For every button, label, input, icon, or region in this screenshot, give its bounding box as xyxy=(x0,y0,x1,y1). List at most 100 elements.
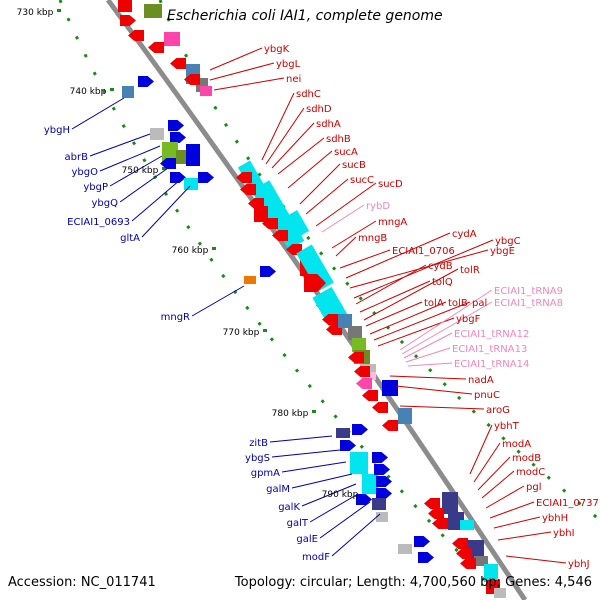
leader-line xyxy=(335,236,357,257)
leader-line xyxy=(399,289,493,351)
gene-label: sucC xyxy=(350,175,374,186)
gene-arrow xyxy=(160,158,176,169)
tick-mark xyxy=(110,88,114,91)
gene-label: sdhA xyxy=(316,119,341,130)
leader-line xyxy=(405,347,451,363)
tick-label: 780 kbp xyxy=(272,409,309,419)
leader-line xyxy=(389,375,467,380)
gene-arrow xyxy=(374,464,390,475)
rna-label: ECIAI1_tRNA9 xyxy=(494,286,563,297)
gene-block xyxy=(284,210,310,238)
gene-block xyxy=(184,178,198,190)
gene-block xyxy=(186,144,200,166)
gene-label: ybgQ xyxy=(92,198,119,209)
gene-arrow xyxy=(138,76,154,87)
gene-label: ybgC xyxy=(495,236,521,247)
leader-line xyxy=(331,513,381,557)
tick-mark xyxy=(263,329,267,332)
gene-block xyxy=(398,544,412,554)
leader-line xyxy=(281,461,347,473)
leader-line xyxy=(265,107,305,165)
gene-label: gltA xyxy=(120,233,140,244)
gene-arrow xyxy=(304,274,326,292)
tick-label: 770 kbp xyxy=(223,328,260,338)
leader-line xyxy=(209,62,275,81)
gene-block xyxy=(348,326,362,340)
genome-title: Escherichia coli IAI1, complete genome xyxy=(167,8,443,24)
gene-label: ybgE xyxy=(490,246,515,257)
gene-label: ybgH xyxy=(44,125,70,136)
leader-line xyxy=(71,97,125,130)
gene-label: sucB xyxy=(342,160,366,171)
gene-block xyxy=(296,244,334,292)
leader-line xyxy=(131,179,181,222)
gene-label: mngB xyxy=(358,233,387,244)
gene-arrow xyxy=(382,420,398,431)
leader-line xyxy=(365,301,423,327)
leader-line xyxy=(355,264,427,305)
gene-block xyxy=(122,86,134,98)
leader-line xyxy=(399,405,485,410)
leader-line xyxy=(395,385,473,395)
leader-line xyxy=(481,470,515,499)
gene-arrow xyxy=(198,172,214,183)
gene-arrow xyxy=(170,132,186,143)
gene-label: zitB xyxy=(249,438,268,449)
gene-label: sdhB xyxy=(326,134,351,145)
gene-arrow xyxy=(120,15,136,26)
leader-line xyxy=(287,150,333,189)
gene-label: tolQ xyxy=(432,277,453,288)
gene-block xyxy=(474,556,488,566)
leader-line xyxy=(493,516,541,529)
gene-block xyxy=(460,520,474,530)
gene-arrow xyxy=(356,378,372,389)
leader-line xyxy=(305,178,349,215)
gene-label: cydB xyxy=(428,261,453,272)
leader-line xyxy=(485,485,525,509)
gene-arrow xyxy=(168,120,184,131)
gene-block xyxy=(176,150,188,164)
gene-label: modF xyxy=(302,552,330,563)
gene-label: ECIAI1_0706 xyxy=(392,246,455,257)
gene-label: ybgS xyxy=(245,453,270,464)
gene-block xyxy=(484,564,498,582)
gene-label: gpmA xyxy=(251,468,280,479)
gene-block xyxy=(164,32,180,46)
gene-label: tolB xyxy=(448,298,468,309)
gene-arrow xyxy=(424,498,440,509)
gene-arrow xyxy=(340,440,356,451)
gene-arrow xyxy=(432,518,448,529)
gene-arrow xyxy=(184,74,200,85)
gene-label: ybgK xyxy=(264,44,290,55)
gene-label: nei xyxy=(286,74,301,85)
gene-arrow xyxy=(170,172,186,183)
leader-line xyxy=(401,301,493,355)
gene-label: tolA xyxy=(424,298,444,309)
gene-label: galM xyxy=(266,484,290,495)
leader-line xyxy=(209,47,263,71)
gene-arrow xyxy=(460,558,476,569)
gene-label: modC xyxy=(516,467,545,478)
leader-line xyxy=(321,204,365,233)
rna-label: rybD xyxy=(366,201,390,212)
gene-arrow xyxy=(348,352,364,363)
rna-label: ECIAI1_tRNA13 xyxy=(452,344,527,355)
leader-line xyxy=(345,232,451,279)
gene-label: modB xyxy=(512,453,541,464)
gene-arrow xyxy=(262,218,278,229)
leader-line xyxy=(271,449,341,458)
leader-line xyxy=(373,301,471,341)
gene-block xyxy=(352,338,366,352)
leader-line xyxy=(119,167,169,203)
gene-arrow xyxy=(322,314,338,325)
gene-label: ECIAI1_0737 xyxy=(536,498,599,509)
leader-line xyxy=(109,155,163,187)
leader-line xyxy=(489,501,535,519)
leader-line xyxy=(497,531,552,541)
gene-arrow xyxy=(362,390,378,401)
leader-line xyxy=(309,493,359,523)
gene-arrow xyxy=(414,536,430,547)
leader-line xyxy=(477,456,511,491)
leader-line xyxy=(505,555,567,564)
